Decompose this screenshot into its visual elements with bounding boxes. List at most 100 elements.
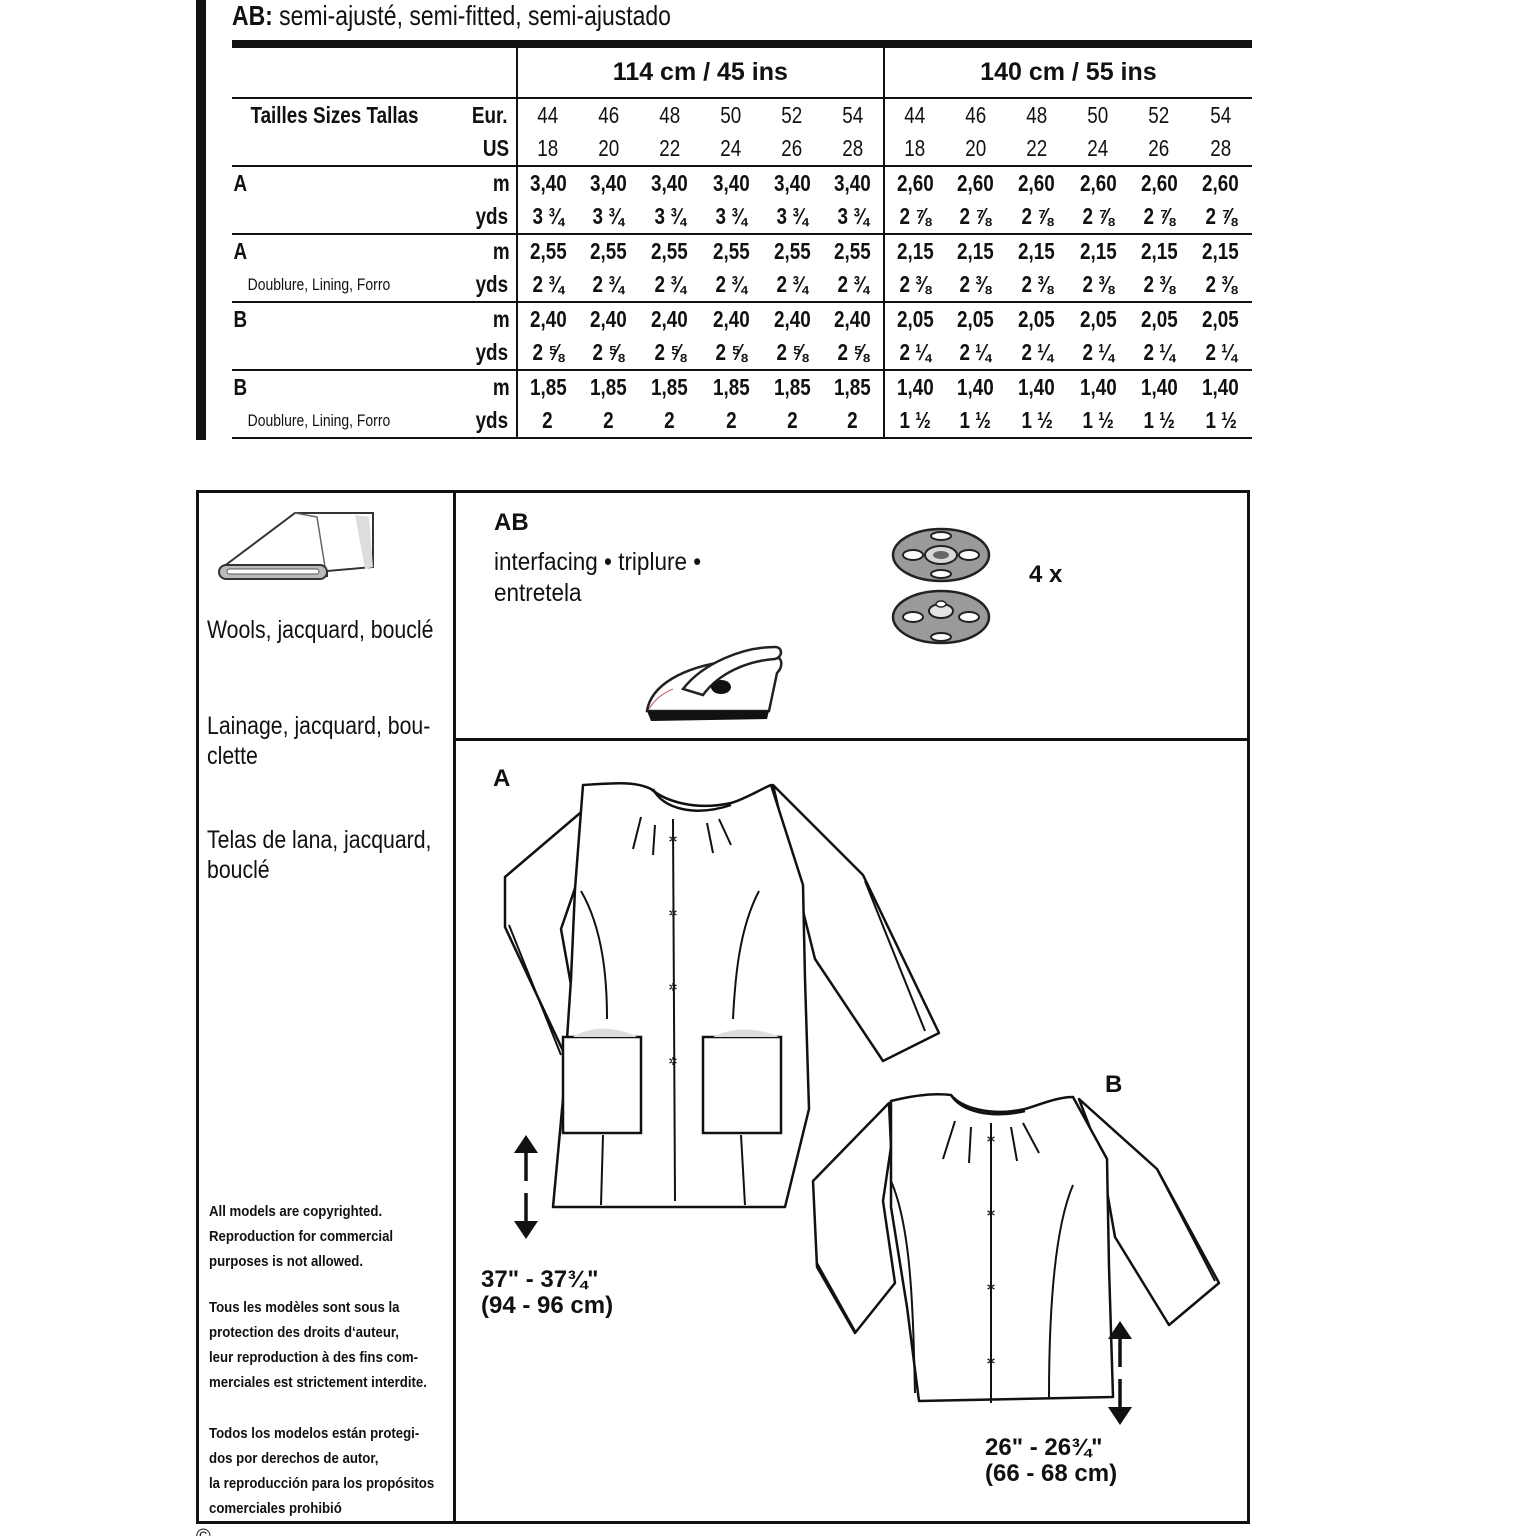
yardage-cell: 1,40 bbox=[1079, 374, 1117, 400]
sizes-label: Tailles Sizes Tallas bbox=[250, 102, 419, 128]
yardage-cell: 2 ¼ bbox=[945, 336, 1007, 371]
eur-size-cell: 52 bbox=[781, 102, 803, 128]
yardage-cell: 1 ½ bbox=[1067, 404, 1129, 439]
svg-text:✲: ✲ bbox=[668, 907, 677, 920]
yardage-cell: 2 ¼ bbox=[1189, 336, 1252, 371]
yardage-cell: 2,15 bbox=[896, 238, 934, 264]
yardage-cell: 3 ¾ bbox=[639, 200, 701, 235]
yardage-cell: 1 ½ bbox=[945, 404, 1007, 439]
eur-size-cell: 50 bbox=[720, 102, 742, 128]
yardage-cell: 2,55 bbox=[590, 238, 627, 264]
us-size-cell: 24 bbox=[700, 132, 762, 167]
yardage-cell: 3,40 bbox=[822, 166, 885, 200]
fabric-en: Wools, jacquard, bouclé bbox=[207, 616, 434, 644]
svg-text:✲: ✲ bbox=[986, 1281, 995, 1294]
yardage-cell: 2 ⅝ bbox=[761, 336, 823, 371]
eur-size-cell: 46 bbox=[965, 102, 987, 128]
view-code: AB: bbox=[232, 0, 273, 31]
yardage-cell: 2,55 bbox=[712, 238, 750, 264]
svg-text:✲: ✲ bbox=[986, 1355, 995, 1368]
us-size-cell: 24 bbox=[1067, 132, 1129, 167]
yardage-cell: 2 ¼ bbox=[1128, 336, 1190, 371]
yardage-cell: 2,05 bbox=[1140, 306, 1178, 332]
yardage-cell: 2 ⅞ bbox=[945, 200, 1007, 235]
unit-label: yds bbox=[454, 268, 518, 303]
lining-label: Doublure, Lining, Forro bbox=[232, 268, 455, 303]
view-row-label: A bbox=[233, 170, 248, 196]
eur-size-cell: 48 bbox=[1026, 102, 1048, 128]
yardage-cell: 2 ⅜ bbox=[1128, 268, 1190, 303]
copyright-en: All models are copyrighted.Reproduction … bbox=[209, 1203, 394, 1270]
footer-copyright: © ... bbox=[196, 1526, 233, 1536]
unit-label: yds bbox=[454, 200, 518, 235]
yardage-cell: 2 ¾ bbox=[516, 268, 578, 303]
view-row-label: B bbox=[233, 374, 248, 400]
lining-label: Doublure, Lining, Forro bbox=[232, 404, 455, 439]
yardage-cell: 1,40 bbox=[1140, 374, 1178, 400]
yardage-cell: 3,40 bbox=[590, 170, 627, 196]
yardage-cell: 2 ¼ bbox=[1006, 336, 1068, 371]
yardage-cell: 2,60 bbox=[1018, 170, 1056, 196]
length-arrow-b-icon bbox=[1108, 1321, 1132, 1425]
yardage-cell: 2,15 bbox=[1079, 238, 1117, 264]
yardage-cell: 2,05 bbox=[1018, 306, 1056, 332]
yardage-cell: 2 ⅞ bbox=[1006, 200, 1068, 235]
yardage-cell: 2,40 bbox=[590, 306, 627, 332]
yardage-cell: 2 ⅞ bbox=[1189, 200, 1252, 235]
yardage-cell: 2,15 bbox=[1018, 238, 1056, 264]
yardage-cell: 2,40 bbox=[529, 306, 567, 332]
unit-label: m bbox=[454, 166, 518, 200]
eur-size-cell: 54 bbox=[822, 98, 885, 132]
us-size-cell: 26 bbox=[761, 132, 823, 167]
us-size-cell: 20 bbox=[577, 132, 640, 167]
svg-text:✲: ✲ bbox=[986, 1207, 995, 1220]
yardage-cell: 2,40 bbox=[712, 306, 750, 332]
fabric-bolt-icon bbox=[218, 512, 374, 580]
unit-label: m bbox=[454, 302, 518, 336]
yardage-cell: 2,40 bbox=[822, 302, 885, 336]
yardage-cell: 2 ⅞ bbox=[883, 200, 946, 235]
svg-text:✲: ✲ bbox=[668, 1055, 677, 1068]
yardage-cell: 2 ¾ bbox=[700, 268, 762, 303]
iron-icon bbox=[645, 645, 783, 721]
yardage-cell: 2 bbox=[516, 404, 578, 439]
eur-size-cell: 48 bbox=[659, 102, 681, 128]
yardage-cell: 2 ⅝ bbox=[516, 336, 578, 371]
yardage-cell: 1,40 bbox=[1018, 374, 1056, 400]
svg-text:✲: ✲ bbox=[668, 981, 677, 994]
eur-size-cell: 52 bbox=[1148, 102, 1170, 128]
fabric-es: Telas de lana, jacquard,bouclé bbox=[207, 826, 432, 884]
yardage-cell: 2,15 bbox=[957, 238, 994, 264]
yardage-cell: 3 ¾ bbox=[516, 200, 578, 235]
yardage-cell: 2,40 bbox=[773, 306, 811, 332]
panel-row-divider bbox=[453, 738, 1250, 741]
jacket-view-a-drawing: ✲✲✲✲ bbox=[503, 781, 941, 1209]
us-size-cell: 28 bbox=[1189, 132, 1252, 167]
unit-label: yds bbox=[454, 404, 518, 439]
yardage-cell: 1,85 bbox=[773, 374, 811, 400]
yardage-cell: 1 ½ bbox=[883, 404, 946, 439]
view-b-length: 26" - 26¾" (66 - 68 cm) bbox=[985, 1434, 1118, 1487]
width-header-140: 140 cm / 55 ins bbox=[883, 48, 1252, 99]
panel-column-divider bbox=[453, 493, 456, 1521]
yardage-cell: 1,40 bbox=[957, 374, 994, 400]
eur-label: Eur. bbox=[454, 98, 518, 132]
yardage-cell: 2,60 bbox=[1202, 170, 1240, 196]
yardage-cell: 2 ¼ bbox=[1067, 336, 1129, 371]
lining-label bbox=[232, 200, 455, 235]
yardage-table: 114 cm / 45 ins 140 cm / 55 ins Tailles … bbox=[232, 40, 1252, 439]
yardage-cell: 2,60 bbox=[957, 170, 994, 196]
view-b-label: B bbox=[1105, 1071, 1123, 1098]
yardage-cell: 3 ¾ bbox=[700, 200, 762, 235]
notions-interfacing: interfacing • triplure •entretela bbox=[494, 548, 702, 607]
yardage-cell: 2 ¾ bbox=[761, 268, 823, 303]
yardage-cell: 2 ⅜ bbox=[1006, 268, 1068, 303]
yardage-cell: 1,85 bbox=[590, 374, 627, 400]
yardage-cell: 1 ½ bbox=[1006, 404, 1068, 439]
yardage-cell: 3 ¾ bbox=[577, 200, 640, 235]
yardage-cell: 2,55 bbox=[651, 238, 689, 264]
yardage-cell: 2 ⅞ bbox=[1128, 200, 1190, 235]
